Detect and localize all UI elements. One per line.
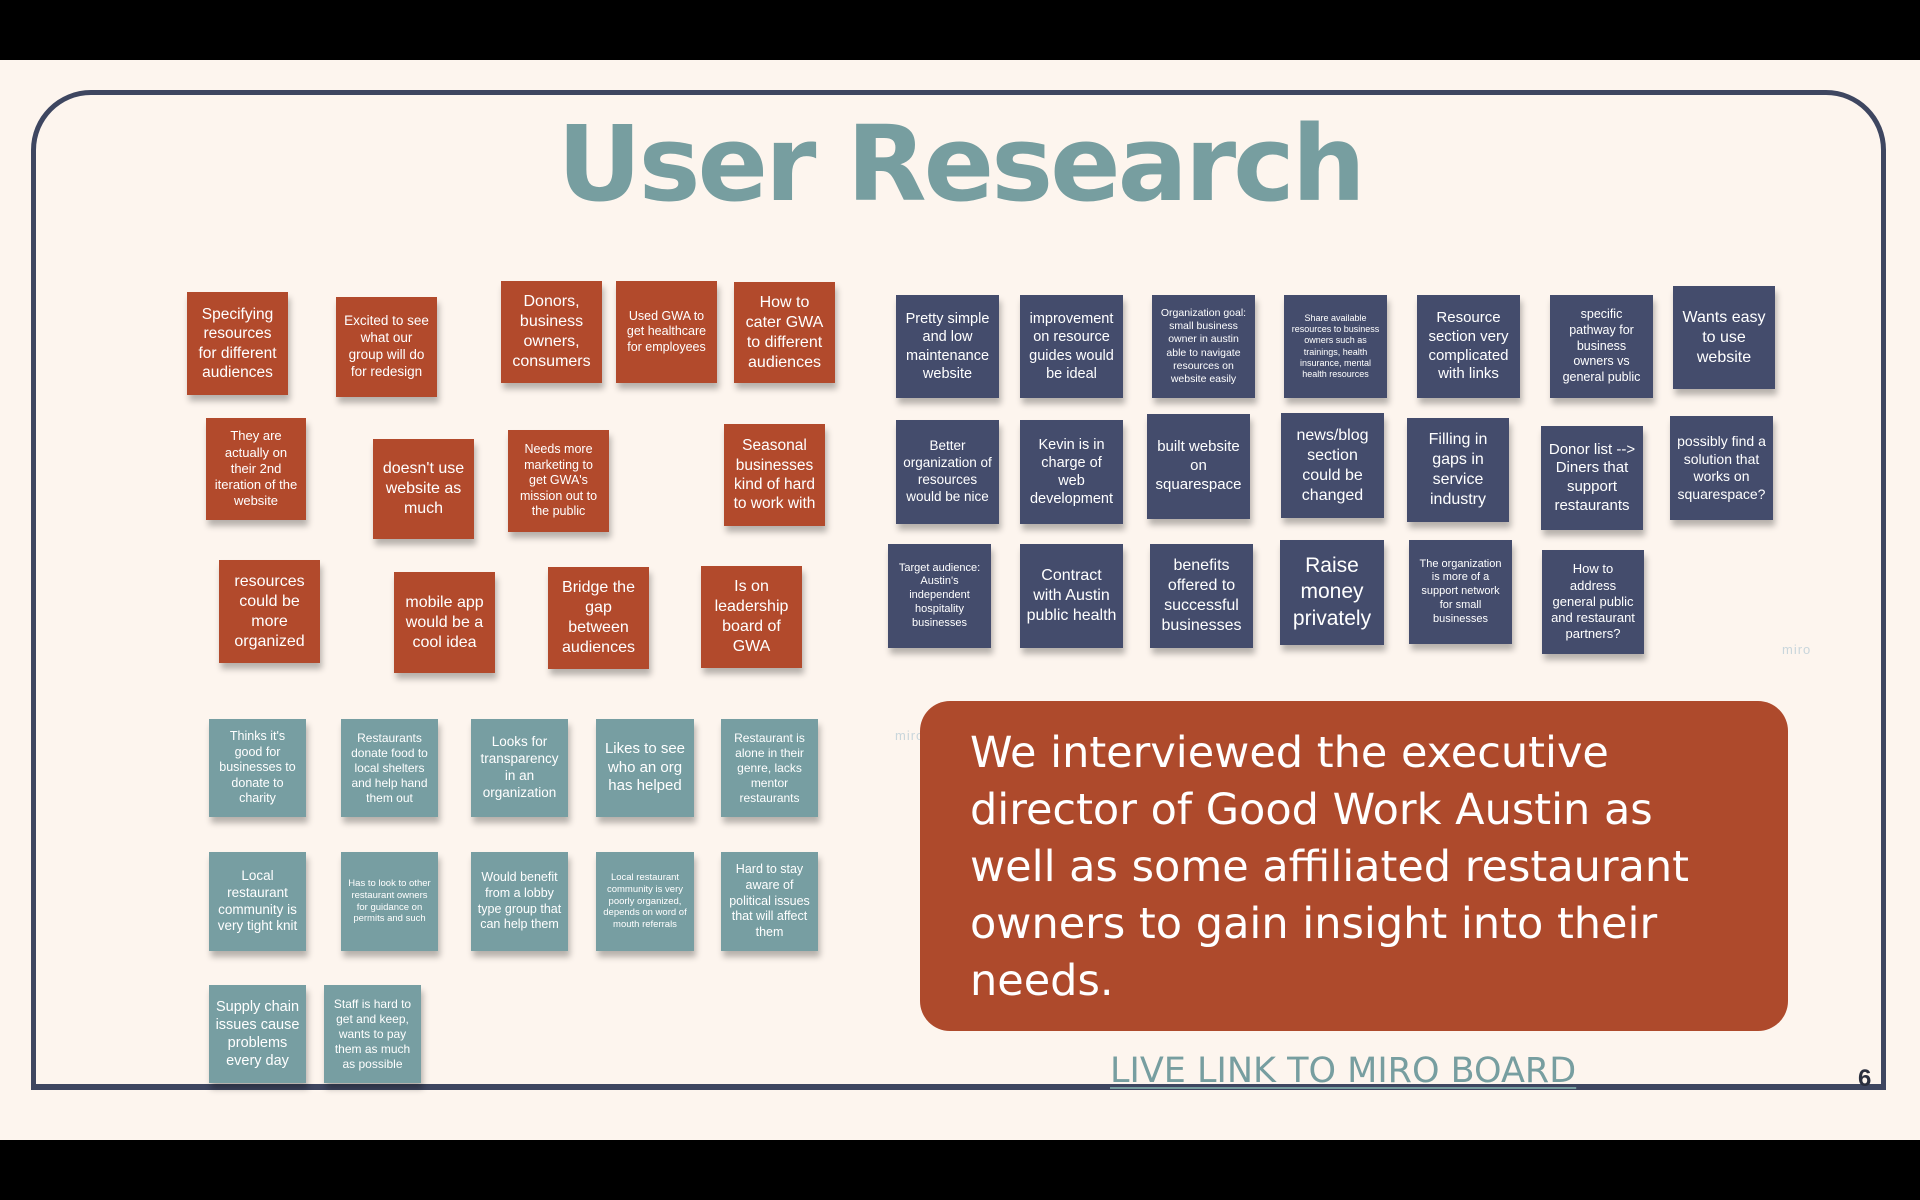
sticky-note[interactable]: Donor list --> Diners that support resta… [1541,426,1643,530]
sticky-note[interactable]: Contract with Austin public health [1020,544,1123,648]
sticky-note[interactable]: resources could be more organized [219,560,320,663]
sticky-note[interactable]: Specifying resources for different audie… [187,292,288,395]
sticky-note[interactable]: Would benefit from a lobby type group th… [471,852,568,951]
sticky-note[interactable]: Restaurants donate food to local shelter… [341,719,438,817]
sticky-note[interactable]: mobile app would be a cool idea [394,572,495,673]
sticky-note[interactable]: Better organization of resources would b… [896,420,999,524]
slide-frame [31,90,1886,1090]
slide: User Research Specifying resources for d… [0,60,1920,1140]
sticky-note[interactable]: Raise money privately [1280,540,1384,645]
sticky-note[interactable]: improvement on resource guides would be … [1020,295,1123,398]
sticky-note[interactable]: Staff is hard to get and keep, wants to … [324,985,421,1083]
sticky-note[interactable]: How to address general public and restau… [1542,550,1644,654]
sticky-note[interactable]: specific pathway for business owners vs … [1550,295,1653,398]
sticky-note[interactable]: The organization is more of a support ne… [1409,540,1512,644]
sticky-note[interactable]: Local restaurant community is very poorl… [596,852,694,951]
sticky-note[interactable]: possibly find a solution that works on s… [1670,416,1773,520]
sticky-note[interactable]: Supply chain issues cause problems every… [209,985,306,1083]
sticky-note[interactable]: Is on leadership board of GWA [701,566,802,668]
sticky-note[interactable]: Organization goal: small business owner … [1152,295,1255,398]
sticky-note[interactable]: Likes to see who an org has helped [596,719,694,817]
sticky-note[interactable]: Local restaurant community is very tight… [209,852,306,951]
summary-callout: We interviewed the executive director of… [920,701,1788,1031]
sticky-note[interactable]: Needs more marketing to get GWA's missio… [508,430,609,532]
sticky-note[interactable]: Kevin is in charge of web development [1020,420,1123,524]
sticky-note[interactable]: They are actually on their 2nd iteration… [206,418,306,520]
miro-watermark: miro [895,728,925,743]
page-title: User Research [557,103,1366,225]
sticky-note[interactable]: Hard to stay aware of political issues t… [721,852,818,951]
sticky-note[interactable]: Excited to see what our group will do fo… [336,297,437,397]
sticky-note[interactable]: Target audience: Austin's independent ho… [888,544,991,648]
sticky-note[interactable]: Has to look to other restaurant owners f… [341,852,438,951]
sticky-note[interactable]: Thinks it's good for businesses to donat… [209,719,306,817]
sticky-note[interactable]: built website on squarespace [1147,414,1250,519]
sticky-note[interactable]: Wants easy to use website [1673,286,1775,389]
sticky-note[interactable]: Share available resources to business ow… [1284,295,1387,398]
sticky-note[interactable]: Bridge the gap between audiences [548,567,649,669]
sticky-note[interactable]: Filling in gaps in service industry [1407,418,1509,522]
sticky-note[interactable]: Restaurant is alone in their genre, lack… [721,719,818,817]
sticky-note[interactable]: How to cater GWA to different audiences [734,282,835,383]
miro-watermark: miro [1782,642,1812,657]
sticky-note[interactable]: Seasonal businesses kind of hard to work… [724,424,825,526]
sticky-note[interactable]: doesn't use website as much [373,439,474,539]
sticky-note[interactable]: benefits offered to successful businesse… [1150,544,1253,648]
miro-board-link[interactable]: LIVE LINK TO MIRO BOARD [1110,1051,1577,1091]
sticky-note[interactable]: Looks for transparency in an organizatio… [471,719,568,817]
sticky-note[interactable]: Used GWA to get healthcare for employees [616,281,717,383]
sticky-note[interactable]: Pretty simple and low maintenance websit… [896,295,999,398]
sticky-note[interactable]: news/blog section could be changed [1281,413,1384,518]
sticky-note[interactable]: Donors, business owners, consumers [501,281,602,383]
page-number: 6 [1858,1065,1872,1092]
sticky-note[interactable]: Resource section very complicated with l… [1417,295,1520,398]
